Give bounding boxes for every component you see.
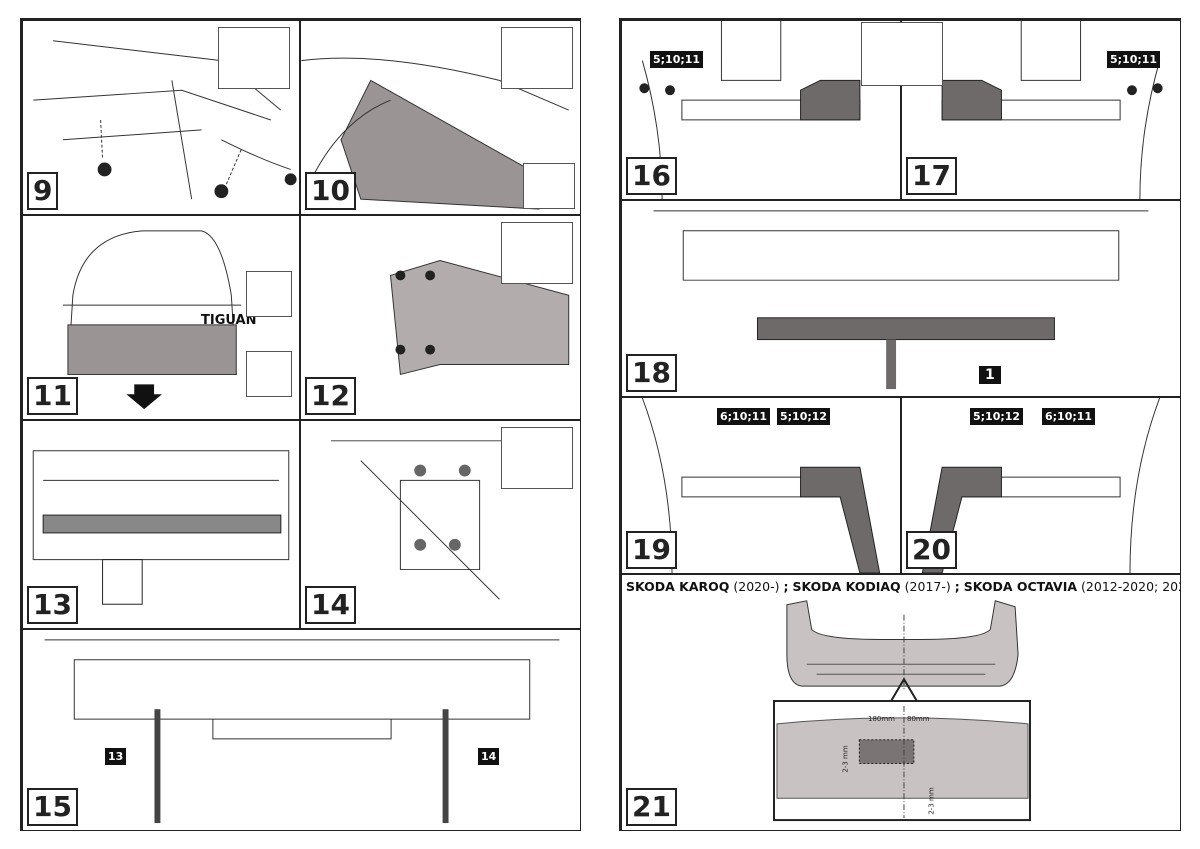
- vehicle-rear-inset: [501, 222, 573, 284]
- vehicle-rear-inset: [861, 22, 943, 86]
- step-12-illustration: [389, 260, 570, 376]
- step-21-panel: SKODA KAROQ (2020-) ; SKODA KODIAQ (2017…: [621, 574, 1181, 831]
- step-number: 15: [27, 788, 78, 826]
- tiguan-label: TIGUAN: [201, 313, 257, 328]
- step-number: 14: [305, 586, 356, 624]
- step-number: 19: [626, 531, 677, 569]
- callout-hardware-inner: 5;10;12: [777, 408, 831, 425]
- step-11-illustration: [62, 230, 242, 410]
- callout-hardware-inner: 5;10;12: [970, 408, 1024, 425]
- step-15-panel: 13 14 15: [22, 629, 581, 831]
- step-16-panel: 5;10;11 16: [621, 20, 901, 200]
- bumper-cutout-illustration: [773, 600, 1031, 822]
- step-number: 17: [906, 157, 957, 195]
- dimension-gap-top: 2-3 mm: [841, 745, 850, 773]
- dimension-180mm: 180mm: [868, 715, 895, 723]
- step-number: 9: [27, 172, 59, 210]
- model-years: (2020-): [733, 579, 780, 594]
- callout-14: 14: [478, 748, 500, 765]
- model-years: (2017-): [904, 579, 951, 594]
- separator: ;: [783, 579, 789, 594]
- left-page: 9 10 TIGUAN 11 12 13 14 13 14 15: [20, 18, 581, 831]
- step-number: 13: [27, 586, 78, 624]
- step-17-illustration: [941, 21, 1163, 199]
- dimension-gap-bottom: 2-3 mm: [927, 787, 936, 815]
- callout-hardware: 5;10;11: [1107, 51, 1161, 68]
- step-13-illustration: [32, 450, 290, 605]
- step-number: 12: [305, 377, 356, 415]
- step-15-illustration: [44, 639, 560, 824]
- model-name: SKODA KAROQ: [626, 579, 730, 594]
- callout-towbar: 1: [979, 366, 1001, 384]
- step-17-panel: 5;10;11 17: [901, 20, 1181, 200]
- step-number: 10: [305, 172, 356, 210]
- model-name: SKODA OCTAVIA: [963, 579, 1078, 594]
- step-20-panel: 5;10;12 6;10;11 20: [901, 397, 1181, 574]
- step-13-panel: 13: [22, 420, 300, 629]
- model-years: (2012-2020; 2020-): [1081, 579, 1180, 594]
- connector-inset: [246, 271, 292, 317]
- dimension-80mm: 80mm: [907, 715, 930, 723]
- step-14-panel: 14: [300, 420, 581, 629]
- callout-hardware-outer: 6;10;11: [717, 408, 771, 425]
- vehicle-rear-inset: [501, 27, 573, 89]
- step-18-panel: 1 18: [621, 200, 1181, 397]
- vehicle-rear-inset: [218, 27, 290, 89]
- step-18-illustration: [653, 210, 1149, 390]
- step-16-illustration: [639, 21, 861, 199]
- callout-hardware: 5;10;11: [650, 51, 704, 68]
- vehicle-rear-inset: [501, 427, 573, 489]
- step-11-panel: TIGUAN 11: [22, 215, 300, 420]
- callout-13: 13: [105, 748, 127, 765]
- step-9-panel: 9: [22, 20, 300, 215]
- model-name: SKODA KODIAQ: [792, 579, 901, 594]
- step-number: 21: [626, 788, 677, 826]
- compatible-models: SKODA KAROQ (2020-) ; SKODA KODIAQ (2017…: [626, 579, 1180, 594]
- hand-detail-inset: [246, 351, 292, 397]
- step-12-panel: 12: [300, 215, 581, 420]
- separator: ;: [954, 579, 960, 594]
- step-19-panel: 6;10;11 5;10;12 19: [621, 397, 901, 574]
- step-number: 18: [626, 354, 677, 392]
- hand-detail-inset: [523, 163, 575, 209]
- step-10-panel: 10: [300, 20, 581, 215]
- right-page: 5;10;11 16 5;10;11 17 1 18 6;10;11 5;10;…: [619, 18, 1181, 831]
- step-number: 16: [626, 157, 677, 195]
- step-number: 11: [27, 377, 78, 415]
- step-number: 20: [906, 531, 957, 569]
- callout-hardware-outer: 6;10;11: [1042, 408, 1096, 425]
